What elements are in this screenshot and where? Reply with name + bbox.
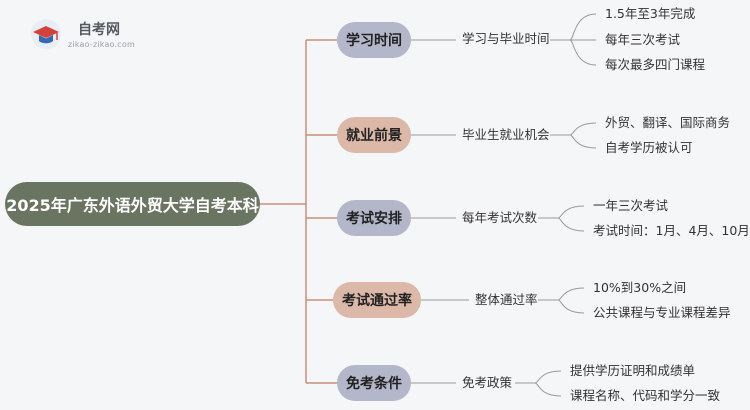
leaf-node: 一年三次考试 <box>593 198 669 213</box>
connector-line <box>557 287 585 301</box>
sub-node-exam-schedule: 每年考试次数 <box>462 210 538 225</box>
leaf-node: 自考学历被认可 <box>605 140 693 155</box>
branch-label: 免考条件 <box>346 376 402 392</box>
branch-node-pass-rate[interactable]: 考试通过率 <box>333 282 421 318</box>
leaf-node: 10%到30%之间 <box>593 280 687 295</box>
connector-line <box>557 217 585 232</box>
branch-node-exemption[interactable]: 免考条件 <box>337 365 411 401</box>
branch-label: 考试通过率 <box>342 293 412 309</box>
connector-line <box>557 205 585 219</box>
sub-node-employment: 毕业生就业机会 <box>462 127 550 142</box>
branch-node-employment[interactable]: 就业前景 <box>337 117 411 153</box>
connector-line <box>557 299 585 314</box>
leaf-node: 每次最多四门课程 <box>605 57 706 72</box>
root-node[interactable]: 2025年广东外语外贸大学自考本科 <box>5 182 260 226</box>
connector-line <box>534 382 562 397</box>
branch-label: 考试安排 <box>346 211 402 227</box>
site-logo[interactable]: 自考网 zikao-zikao.com <box>30 16 140 56</box>
connector-line <box>569 39 597 66</box>
sub-node-study-time: 学习与毕业时间 <box>462 31 550 46</box>
graduation-cap-icon <box>31 19 61 49</box>
branch-label: 就业前景 <box>346 128 402 144</box>
leaf-node: 1.5年至3年完成 <box>605 6 696 21</box>
leaf-node: 外贸、翻译、国际商务 <box>605 115 731 130</box>
sub-node-exemption: 免考政策 <box>462 375 513 390</box>
leaf-node: 课程名称、代码和学分一致 <box>570 388 721 403</box>
leaf-node: 每年三次考试 <box>605 32 681 47</box>
connector-line <box>569 134 597 149</box>
connector-line <box>534 370 562 384</box>
connector-line <box>569 122 597 136</box>
logo-title: 自考网 <box>78 22 120 38</box>
leaf-node: 提供学历证明和成绩单 <box>570 363 696 378</box>
branch-node-study-time[interactable]: 学习时间 <box>337 22 411 58</box>
leaf-node: 公共课程与专业课程差异 <box>593 305 731 320</box>
logo-url: zikao-zikao.com <box>68 40 135 49</box>
sub-node-pass-rate: 整体通过率 <box>475 292 538 307</box>
branch-node-exam-schedule[interactable]: 考试安排 <box>337 200 411 236</box>
branch-label: 学习时间 <box>346 33 402 49</box>
leaf-node: 考试时间：1月、4月、10月 <box>593 223 750 238</box>
connector-line <box>569 13 597 41</box>
